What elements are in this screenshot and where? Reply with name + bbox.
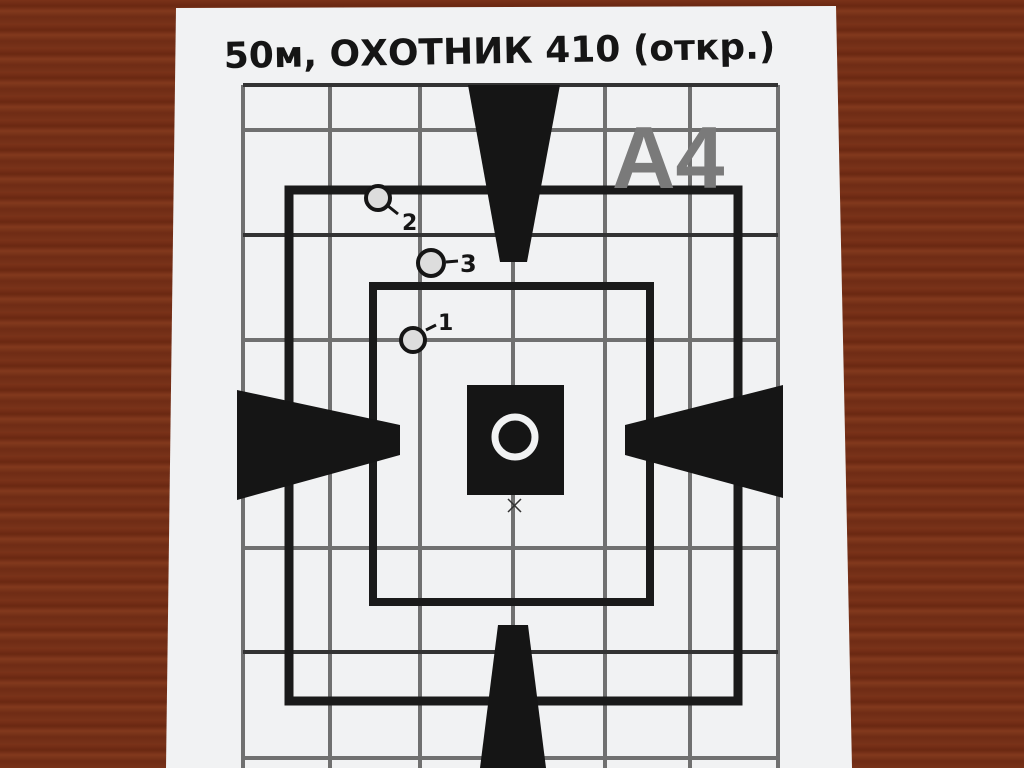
bottom-aiming-triangle xyxy=(480,625,546,768)
shot-hole-3: 3 xyxy=(416,248,477,278)
shot-hole-2: 2 xyxy=(364,184,417,236)
shot-label: 3 xyxy=(460,250,477,278)
shot-label: 1 xyxy=(438,311,453,336)
left-aiming-triangle xyxy=(237,390,400,500)
top-aiming-triangle xyxy=(468,85,560,262)
cross-mark xyxy=(507,498,522,513)
handwritten-caption: 50м, ОХОТНИК 410 (откр.) xyxy=(223,26,775,77)
shot-label: 2 xyxy=(402,211,417,236)
center-black-square xyxy=(467,385,564,495)
center-ring xyxy=(491,413,539,461)
shot-hole-1: 1 xyxy=(399,311,453,354)
right-aiming-triangle xyxy=(625,385,783,498)
sheet-size-label: A4 xyxy=(612,108,725,207)
